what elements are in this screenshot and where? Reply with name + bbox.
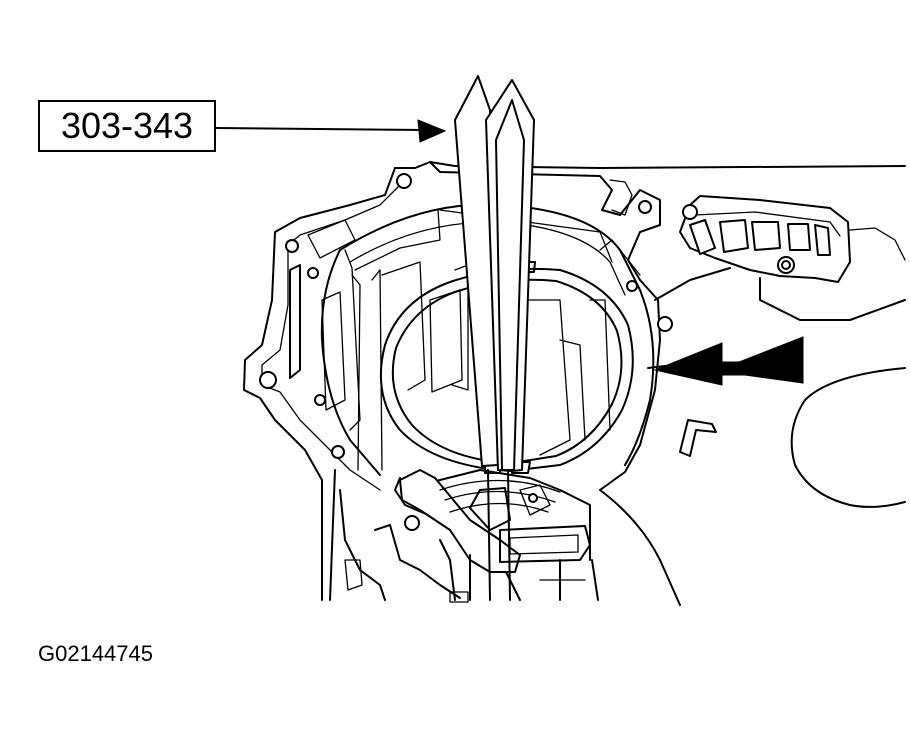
tool-callout-label: 303-343	[38, 100, 216, 152]
round-component	[790, 367, 906, 508]
case-bore	[320, 203, 655, 476]
lower-assembly	[329, 469, 681, 606]
figure-id: G02144745	[38, 641, 153, 666]
case-left-slots	[289, 219, 361, 431]
upper-right-component	[654, 195, 906, 321]
bracket	[679, 419, 717, 457]
snap-ring-pliers-icon	[454, 75, 535, 601]
callout-leader	[215, 119, 447, 143]
direction-arrow-icon	[647, 336, 804, 386]
